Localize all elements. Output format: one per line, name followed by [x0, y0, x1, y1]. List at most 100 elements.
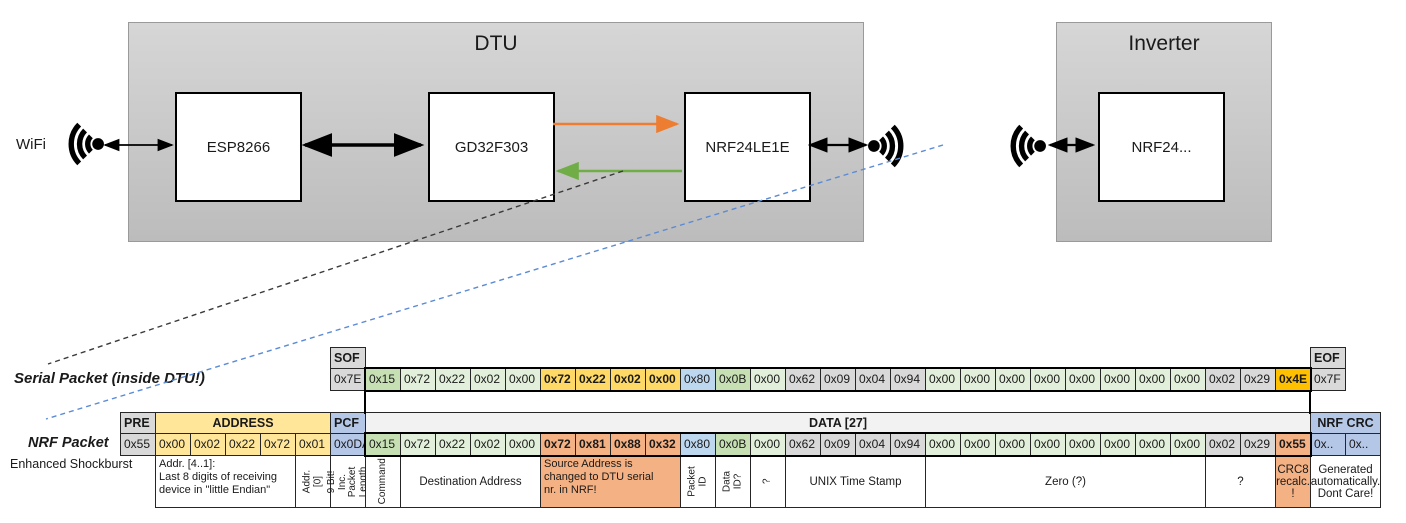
serial-byte-cell: 0x00 — [505, 368, 541, 391]
annotation-cell: Addr.[0] — [295, 455, 331, 508]
annotation-cell: Packet ID — [680, 455, 716, 508]
nrf-crc-header-cell: NRF CRC — [1310, 412, 1381, 434]
enhanced-shockburst-label: Enhanced Shockburst — [10, 457, 133, 471]
nrf-byte-cell: 0x72 — [400, 433, 436, 456]
gd32f303-box: GD32F303 — [428, 92, 555, 202]
nrf-byte-cell: 0x00 — [750, 433, 786, 456]
nrf-byte-cell: 0x32 — [645, 433, 681, 456]
nrf-byte-cell: 0x62 — [785, 433, 821, 456]
nrf-byte-cell: 0x00 — [1030, 433, 1066, 456]
annotation-cell: Zero (?) — [925, 455, 1206, 508]
serial-byte-cell: 0x00 — [1135, 368, 1171, 391]
pre-header-cell: PRE — [120, 412, 156, 434]
serial-byte-cell: 0x00 — [1100, 368, 1136, 391]
nrf-byte-cell: 0x00 — [1170, 433, 1206, 456]
data-header-cell: DATA [27] — [365, 412, 1311, 434]
serial-byte-cell: 0x00 — [960, 368, 996, 391]
nrf24le1e-box: NRF24LE1E — [684, 92, 811, 202]
serial-byte-cell: 0x00 — [1030, 368, 1066, 391]
nrf-byte-cell: 0x94 — [890, 433, 926, 456]
nrf-byte-cell: 0x00 — [505, 433, 541, 456]
serial-byte-cell: 0x22 — [575, 368, 611, 391]
annotation-cell: Addr. [4..1]: Last 8 digits of receiving… — [155, 455, 296, 508]
serial-byte-cell: 0x15 — [365, 368, 401, 391]
serial-byte-cell: 0x02 — [610, 368, 646, 391]
serial-byte-cell: 0x00 — [995, 368, 1031, 391]
annotation-cell: Destination Address — [400, 455, 541, 508]
inverter-nrf24-box: NRF24... — [1098, 92, 1225, 202]
nrf-address-byte-cell: 0x72 — [260, 433, 296, 456]
nrf-byte-cell: 0x00 — [995, 433, 1031, 456]
serial-byte-cell: 0x04 — [855, 368, 891, 391]
serial-byte-cell: 0x00 — [925, 368, 961, 391]
table-connector-line — [364, 390, 366, 414]
sof-header-cell: SOF — [330, 347, 366, 369]
serial-byte-cell: 0x80 — [680, 368, 716, 391]
serial-byte-cell: 0x22 — [435, 368, 471, 391]
annotation-cell: Command — [365, 455, 401, 508]
esp8266-box: ESP8266 — [175, 92, 302, 202]
serial-byte-cell: 0x00 — [1065, 368, 1101, 391]
nrf-address-byte-cell: 0x02 — [190, 433, 226, 456]
serial-byte-cell: 0x00 — [645, 368, 681, 391]
annotation-cell: 9 Bit! Inc. Packet Length — [326, 455, 369, 508]
nrf-byte-cell: 0x88 — [610, 433, 646, 456]
nrf-byte-cell: 0x04 — [855, 433, 891, 456]
serial-byte-cell: 0x29 — [1240, 368, 1276, 391]
annotation-cell: UNIX Time Stamp — [785, 455, 926, 508]
serial-byte-cell: 0x72 — [540, 368, 576, 391]
nrf-crc-byte-cell: 0x.. — [1310, 433, 1346, 456]
nrf-byte-cell: 0x00 — [925, 433, 961, 456]
nrf-byte-cell: 0x09 — [820, 433, 856, 456]
eof-header-cell: EOF — [1310, 347, 1346, 369]
serial-byte-cell: 0x4E — [1275, 368, 1311, 391]
nrf-address-byte-cell: 0x01 — [295, 433, 331, 456]
serial-byte-cell: 0x72 — [400, 368, 436, 391]
address-header-cell: ADDRESS — [155, 412, 331, 434]
nrf-byte-cell: 0x72 — [540, 433, 576, 456]
nrf-byte-cell: 0x15 — [365, 433, 401, 456]
nrf-packet-label: NRF Packet — [28, 435, 109, 451]
nrf-byte-cell: 0x0B — [715, 433, 751, 456]
inverter-title: Inverter — [1128, 32, 1200, 55]
serial-byte-cell: 0x0B — [715, 368, 751, 391]
nrf-byte-cell: 0x29 — [1240, 433, 1276, 456]
serial-packet-label: Serial Packet (inside DTU!) — [14, 370, 205, 387]
radio-waves-icon — [996, 119, 1050, 173]
wifi-icon — [54, 117, 108, 171]
serial-byte-cell: 0x09 — [820, 368, 856, 391]
annotation-cell: Source Address is changed to DTU serial … — [540, 455, 681, 508]
eof-value-cell: 0x7F — [1310, 368, 1346, 391]
nrf-byte-cell: 0x02 — [470, 433, 506, 456]
serial-byte-cell: 0x00 — [750, 368, 786, 391]
serial-byte-cell: 0x02 — [1205, 368, 1241, 391]
nrf-byte-cell: 0x00 — [1100, 433, 1136, 456]
pre-value-cell: 0x55 — [120, 433, 156, 456]
annotation-cell: Generated automatically. Dont Care! — [1310, 455, 1381, 508]
nrf-address-byte-cell: 0x00 — [155, 433, 191, 456]
nrf-crc-byte-cell: 0x.. — [1345, 433, 1381, 456]
annotation-cell: Data ID? — [715, 455, 751, 508]
annotation-cell: ? — [1205, 455, 1276, 508]
inverter-panel: Inverter — [1056, 22, 1272, 242]
dtu-title: DTU — [474, 32, 518, 55]
table-connector-line — [1309, 390, 1311, 414]
annotation-cell: ? — [750, 455, 786, 508]
nrf-byte-cell: 0x00 — [1135, 433, 1171, 456]
nrf-byte-cell: 0x81 — [575, 433, 611, 456]
sof-value-cell: 0x7E — [330, 368, 366, 391]
serial-byte-cell: 0x94 — [890, 368, 926, 391]
pcf-header-cell: PCF — [330, 412, 366, 434]
nrf-byte-cell: 0x00 — [1065, 433, 1101, 456]
nrf-byte-cell: 0x80 — [680, 433, 716, 456]
nrf-byte-cell: 0x22 — [435, 433, 471, 456]
nrf-address-byte-cell: 0x22 — [225, 433, 261, 456]
annotation-cell: CRC8 recalc. ! — [1275, 455, 1311, 508]
radio-waves-icon — [864, 119, 918, 173]
nrf-byte-cell: 0x02 — [1205, 433, 1241, 456]
serial-byte-cell: 0x62 — [785, 368, 821, 391]
nrf-byte-cell: 0x55 — [1275, 433, 1311, 456]
nrf-byte-cell: 0x00 — [960, 433, 996, 456]
serial-byte-cell: 0x02 — [470, 368, 506, 391]
